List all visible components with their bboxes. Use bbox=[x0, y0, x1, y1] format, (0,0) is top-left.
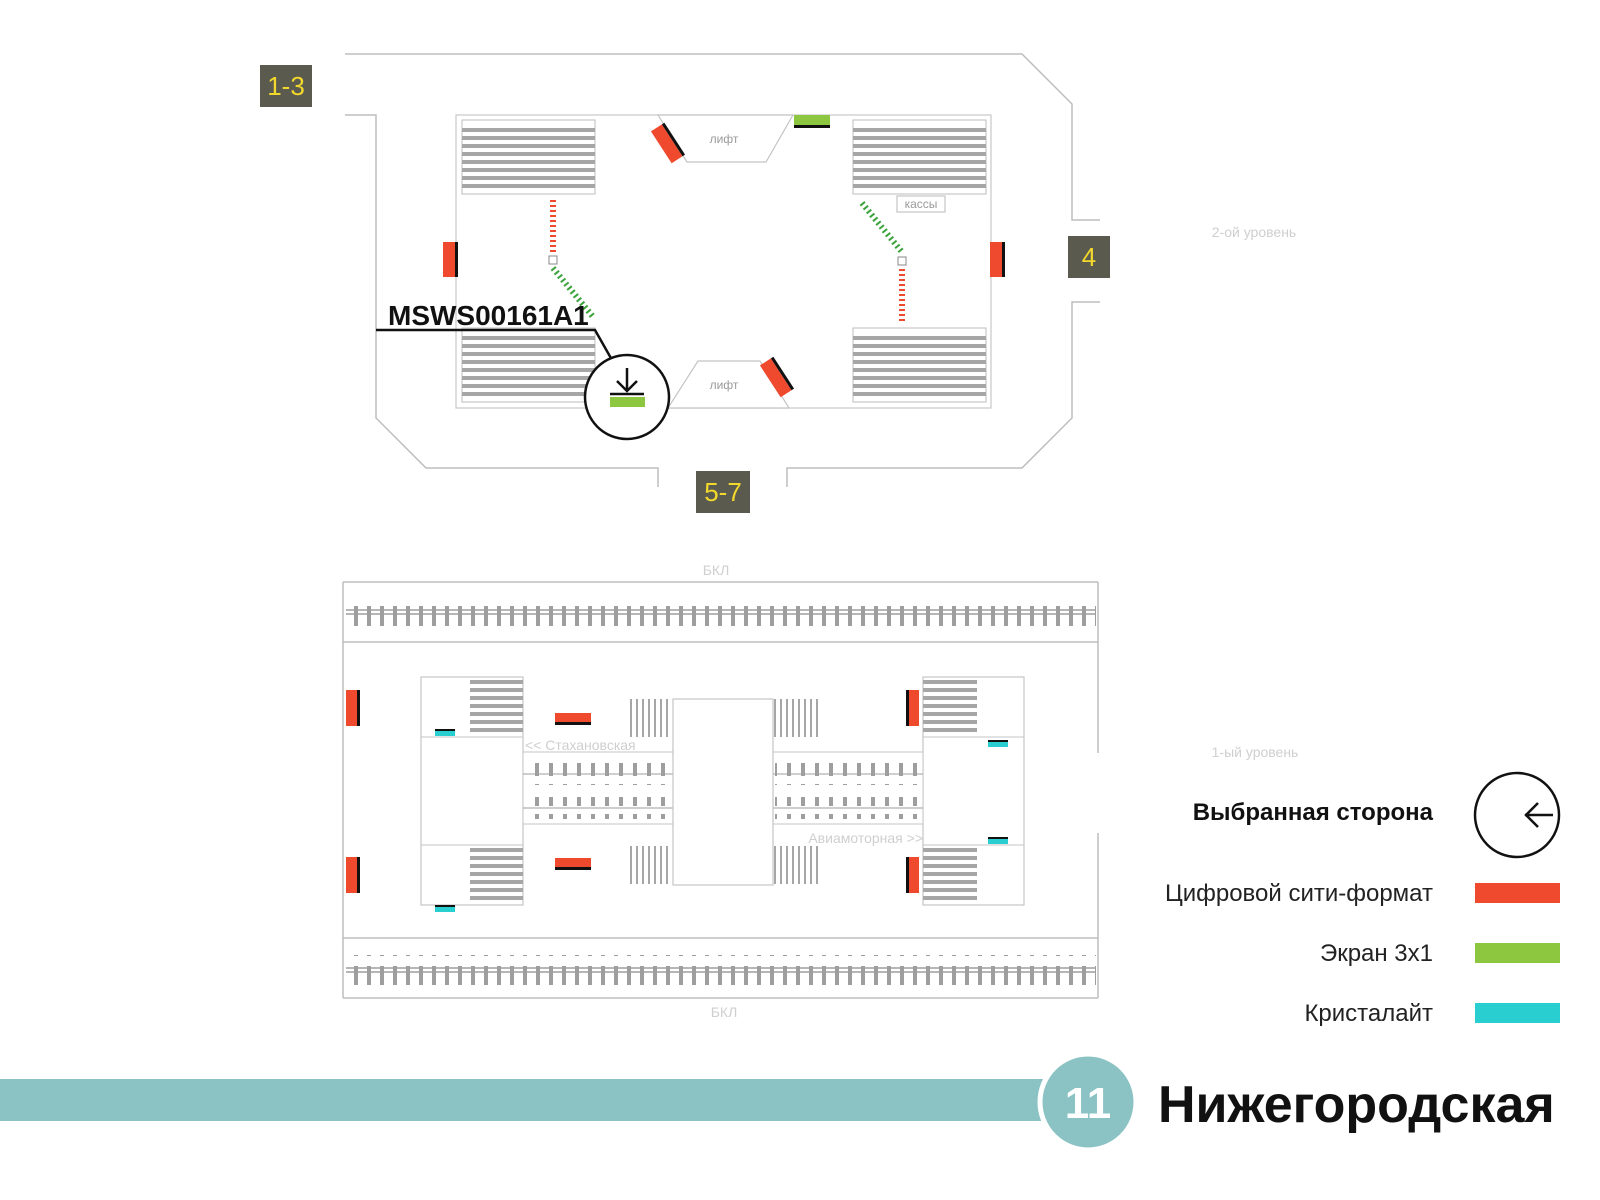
footer: 11 Нижегородская bbox=[0, 1051, 1555, 1153]
exit-1-3: 1-3 bbox=[260, 65, 312, 107]
legend-swatch-red bbox=[1475, 883, 1560, 903]
line-bar bbox=[0, 1079, 1055, 1121]
screen-3x1-marker bbox=[610, 397, 645, 407]
selected-carrier-code: MSWS00161A1 bbox=[388, 300, 589, 331]
crystalite-marker bbox=[988, 837, 1008, 844]
ticket-office bbox=[896, 195, 946, 213]
stairs-center-br bbox=[774, 846, 818, 884]
svg-text:4: 4 bbox=[1082, 242, 1096, 272]
digital-city-format-marker bbox=[346, 690, 360, 726]
track-bottom bbox=[343, 937, 1098, 985]
svg-text:1-3: 1-3 bbox=[267, 71, 305, 101]
escalator-bottom-right bbox=[852, 327, 987, 403]
escalator-top-left bbox=[461, 119, 596, 195]
escalator-platform-right-top bbox=[923, 680, 977, 735]
level2-label: 2-ой уровень bbox=[1212, 224, 1296, 240]
legend-selected-side: Выбранная сторона bbox=[1193, 799, 1434, 826]
lift-bottom bbox=[666, 360, 791, 409]
digital-city-format-marker bbox=[906, 857, 919, 893]
svg-text:5-7: 5-7 bbox=[704, 477, 742, 507]
track-top-label: БКЛ bbox=[703, 562, 730, 578]
level1-label: 1-ый уровень bbox=[1212, 744, 1299, 760]
line-number-circle bbox=[1037, 1051, 1139, 1153]
line-number: 11 bbox=[1065, 1079, 1112, 1128]
turnstiles-left-green bbox=[550, 266, 597, 320]
turnstiles-right-green bbox=[859, 201, 905, 254]
selected-carrier: MSWS00161A1 bbox=[376, 300, 671, 441]
screen-3x1-marker bbox=[794, 115, 830, 128]
digital-city-format-marker bbox=[650, 122, 686, 164]
callout-leader bbox=[376, 328, 614, 361]
escalator-top-right bbox=[852, 119, 987, 195]
legend-swatch-cyan bbox=[1475, 1003, 1560, 1023]
turnstile-post-left bbox=[548, 255, 558, 265]
arrow-left-icon bbox=[1524, 802, 1553, 828]
digital-city-format-marker bbox=[346, 857, 360, 893]
legend-swatch-green bbox=[1475, 943, 1560, 963]
exit-5-7: 5-7 bbox=[696, 471, 750, 513]
legend-crystalite: Кристалайт bbox=[1304, 1000, 1433, 1027]
arrow-down-icon bbox=[610, 368, 644, 396]
digital-city-format-marker bbox=[990, 242, 1005, 277]
stairs-center-tl bbox=[628, 699, 672, 737]
escalator-bottom-left bbox=[461, 327, 596, 403]
digital-city-format-marker bbox=[555, 858, 591, 870]
legend-digital-city-format: Цифровой сити-формат bbox=[1165, 880, 1433, 907]
digital-city-format-marker bbox=[759, 356, 795, 398]
track-bottom-label: БКЛ bbox=[711, 1004, 738, 1020]
central-hall bbox=[672, 698, 774, 886]
level2-plan: лифт лифт кассы 1-3 bbox=[260, 53, 1296, 513]
escalator-platform-left-bottom bbox=[470, 848, 523, 903]
crystalite-marker bbox=[988, 740, 1008, 747]
level1-plan: БКЛ БКЛ bbox=[342, 562, 1299, 1020]
crystalite-marker bbox=[435, 905, 455, 912]
stairs-center-bl bbox=[628, 846, 672, 884]
track-top bbox=[343, 597, 1098, 643]
selected-side-circle-legend bbox=[1473, 771, 1561, 859]
direction-left-label: << Стахановская bbox=[525, 737, 636, 753]
digital-city-format-marker bbox=[555, 713, 591, 725]
lift-bottom-label: лифт bbox=[710, 378, 739, 392]
escalator-platform-left-top bbox=[470, 680, 523, 735]
escalator-platform-right-bottom bbox=[923, 848, 977, 903]
crystalite-marker bbox=[435, 729, 455, 736]
station-name: Нижегородская bbox=[1158, 1076, 1555, 1134]
stairs-center-tr bbox=[774, 699, 818, 737]
lift-top-label: лифт bbox=[710, 132, 739, 146]
ticket-office-label: кассы bbox=[905, 197, 938, 211]
turnstile-post-right bbox=[897, 256, 907, 266]
exit-4: 4 bbox=[1068, 236, 1110, 278]
legend: Выбранная сторона Цифровой сити-формат Э… bbox=[1165, 771, 1561, 1027]
digital-city-format-marker bbox=[443, 242, 458, 277]
digital-city-format-marker bbox=[906, 690, 919, 726]
direction-right-label: Авиамоторная >> bbox=[808, 830, 923, 846]
legend-screen-3x1: Экран 3х1 bbox=[1320, 940, 1433, 967]
